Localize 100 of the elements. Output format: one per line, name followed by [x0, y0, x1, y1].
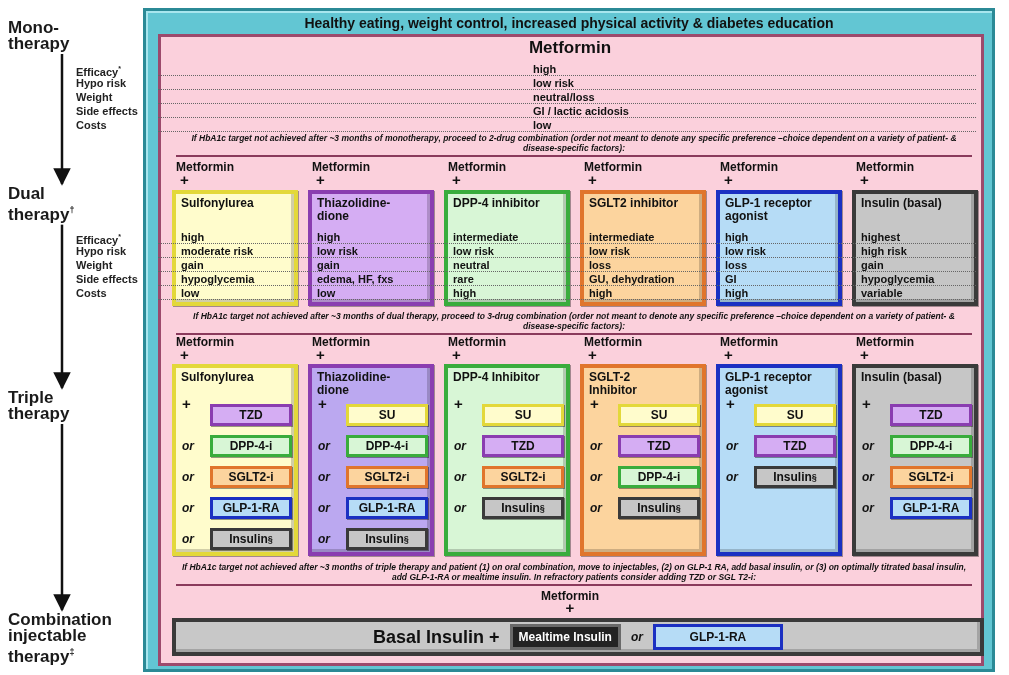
or-text: or [590, 439, 602, 453]
drug-attribute: intermediate [589, 230, 655, 244]
note-text: If HbA1c target not achieved after ~3 months of triple therapy and patient (1) on oral combination, move to injectables, (2) on GLP-1 RA, add basal insulin, or (3) on optimally titrated basal insulin, add GLP-1-RA or mealtime insulin. In refractory patients consider adding TZD or SGL T2-i: [176, 562, 972, 586]
drug-tag: TZD [482, 435, 564, 457]
row-label: Hypo risk [76, 77, 127, 90]
drug-name: Sulfonylurea [181, 371, 255, 384]
drug-name: GLP-1 receptor agonist [725, 371, 813, 397]
drug-tag: GLP-1-RA [890, 497, 972, 519]
drug-name: DPP-4 inhibitor [453, 197, 541, 210]
drug-name: SGLT2 inhibitor [589, 197, 680, 210]
drug-attribute: low risk [317, 244, 358, 258]
plus-sign: + [726, 398, 735, 410]
drug-card [716, 190, 842, 306]
drug-label: Metformin [584, 161, 642, 174]
or-text: or [182, 532, 194, 546]
row-value: GI / lactic acidosis [533, 104, 629, 118]
drug-attribute: high [725, 286, 749, 300]
drug-tag: DPP-4-i [890, 435, 972, 457]
drug-label: Metformin [176, 336, 234, 349]
arrow [53, 224, 71, 390]
or-text: or [454, 501, 466, 515]
drug-card [172, 364, 298, 556]
plus-sign: + [454, 398, 463, 410]
or-text: or [590, 470, 602, 484]
drug-attribute: high [725, 230, 749, 244]
drug-attribute: high [181, 230, 205, 244]
drug-name: Insulin (basal) [861, 371, 943, 384]
drug-tag: TZD [890, 404, 972, 426]
drug-attribute: highest [861, 230, 901, 244]
note-text: If HbA1c target not achieved after ~3 months of dual therapy, proceed to 3-drug combination (order not meant to denote any specific preference –choice dependent on a variety of patient- & disease-specific factors): [176, 311, 972, 335]
drug-label: Metformin [176, 161, 234, 174]
drug-name: SGLT-2 Inhibitor [589, 371, 638, 397]
drug-attribute: moderate risk [181, 244, 254, 258]
drug-tag: GLP-1-RA [210, 497, 292, 519]
drug-attribute: high risk [861, 244, 907, 258]
drug-label: Metformin [312, 336, 370, 349]
plus-sign: + [318, 398, 327, 410]
drug-tag: SGLT2-i [210, 466, 292, 488]
drug-tag: SGLT2-i [482, 466, 564, 488]
drug-label: Metformin [540, 590, 600, 603]
drug-attribute: rare [453, 272, 474, 286]
row-label: Side effects [76, 104, 138, 118]
or-text: or [726, 439, 738, 453]
therapy-bar [172, 618, 984, 656]
drug-attribute: high [453, 286, 477, 300]
or-text: or [182, 439, 194, 453]
drug-attribute: edema, HF, fxs [317, 272, 394, 286]
or-text: or [182, 501, 194, 515]
drug-name: DPP-4 Inhibitor [453, 371, 541, 384]
stage-label: Mono- therapy [8, 20, 92, 52]
drug-name: Insulin (basal) [861, 197, 943, 210]
arrow [53, 54, 71, 186]
stage-label: Dual therapy$^{†}$ [8, 186, 92, 223]
drug-name: Thiazolidine- dione [317, 197, 392, 223]
row-label: Costs [76, 286, 107, 300]
drug-attribute: intermediate [453, 230, 519, 244]
stage-label: Triple therapy [8, 390, 92, 422]
or-text: or [862, 439, 874, 453]
or-text: or [726, 470, 738, 484]
drug-card [172, 190, 298, 306]
drug-attribute: GI [725, 272, 737, 286]
or-text: or [318, 532, 330, 546]
drug-card [580, 364, 706, 556]
plus-sign: + [180, 349, 189, 361]
drug-card [716, 364, 842, 556]
plus-sign: + [316, 349, 325, 361]
drug-label: Metformin [720, 336, 778, 349]
plus-sign: + [860, 174, 869, 186]
plus-sign: + [724, 174, 733, 186]
drug-label: Metformin [448, 161, 506, 174]
section-title: Metformin [527, 38, 613, 58]
drug-attribute: gain [861, 258, 884, 272]
drug-label: Metformin [312, 161, 370, 174]
row-value: neutral/loss [533, 90, 595, 104]
plus-sign: + [860, 349, 869, 361]
plus-sign: + [590, 398, 599, 410]
drug-tag: GLP-1-RA [652, 624, 783, 650]
or-text: or [454, 470, 466, 484]
drug-label: Metformin [448, 336, 506, 349]
drug-attribute: loss [725, 258, 747, 272]
drug-tag: TZD [210, 404, 292, 426]
plus-sign: + [316, 174, 325, 186]
drug-tag: DPP-4-i [210, 435, 292, 457]
row-label: Hypo risk [76, 245, 127, 258]
drug-label: Metformin [720, 161, 778, 174]
plus-sign: + [588, 174, 597, 186]
drug-label: Metformin [584, 336, 642, 349]
drug-card [308, 364, 434, 556]
drug-attribute: variable [861, 286, 903, 300]
drug-attribute: low risk [725, 244, 766, 258]
drug-tag: GLP-1-RA [346, 497, 428, 519]
plus-sign: + [565, 602, 575, 614]
drug-attribute: hypoglycemia [181, 272, 255, 286]
drug-name: GLP-1 receptor agonist [725, 197, 813, 223]
or-text: or [318, 501, 330, 515]
drug-tag: DPP-4-i [346, 435, 428, 457]
drug-attribute: gain [181, 258, 204, 272]
row-value: low [533, 118, 552, 132]
drug-attribute: loss [589, 258, 611, 272]
or-text: or [182, 470, 194, 484]
